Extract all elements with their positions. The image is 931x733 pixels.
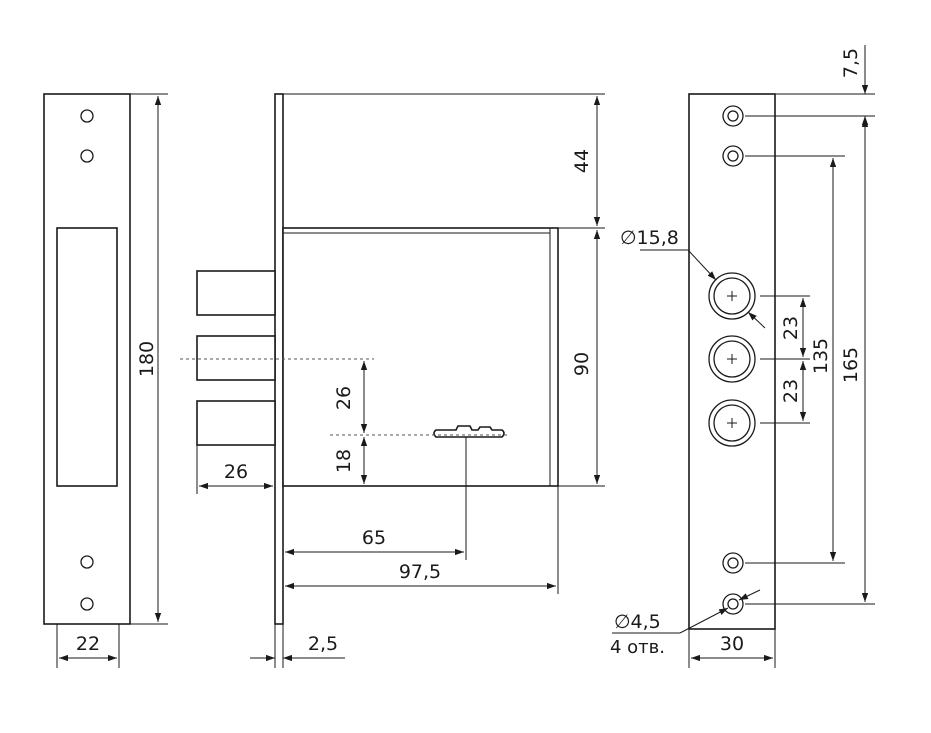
face-bolt-hole bbox=[708, 335, 756, 383]
cylinder-diameter-arrow bbox=[747, 311, 766, 329]
bolt-pitch-lower-label: 23 bbox=[780, 379, 802, 403]
backset-label: 65 bbox=[362, 527, 386, 549]
face-width-label: 30 bbox=[720, 633, 744, 655]
bolt-middle bbox=[196, 335, 276, 381]
face-screw-hole bbox=[722, 552, 744, 574]
bolt-projection-label: 26 bbox=[224, 461, 248, 483]
screw-hole-arrow bbox=[679, 607, 729, 634]
screw-hole-arrow bbox=[738, 589, 761, 601]
strike-width-label: 22 bbox=[76, 633, 100, 655]
bolt-upper bbox=[196, 270, 276, 316]
face-screw-hole bbox=[722, 593, 744, 615]
bolt-pitch-upper-label: 23 bbox=[780, 316, 802, 340]
screw-hole-diameter-label: ∅4,5 bbox=[614, 611, 661, 633]
strike-plate-view: 180 22 bbox=[43, 93, 168, 668]
key-offset-label: 18 bbox=[333, 449, 355, 473]
outer-hole-spacing-label: 165 bbox=[840, 347, 862, 383]
strike-height-label: 180 bbox=[136, 341, 158, 377]
strike-screw-hole bbox=[80, 149, 94, 163]
case-height-label: 90 bbox=[571, 352, 593, 376]
strike-screw-hole bbox=[80, 109, 94, 123]
face-bolt-hole bbox=[708, 272, 756, 320]
face-screw-hole bbox=[722, 145, 744, 167]
strike-plate-window bbox=[56, 227, 118, 487]
lock-body-view: 44 90 26 18 26 65 97,5 2,5 bbox=[180, 93, 605, 668]
face-bolt-hole bbox=[708, 399, 756, 447]
lock-case bbox=[282, 227, 559, 487]
bolt-lower bbox=[196, 400, 276, 446]
cylinder-diameter-arrow bbox=[687, 249, 717, 281]
strike-screw-hole bbox=[80, 555, 94, 569]
keyhole bbox=[433, 425, 505, 438]
case-depth-label: 97,5 bbox=[399, 561, 441, 583]
face-plate-view: 7,5 165 135 23 23 ∅15,8 ∅4,5 4 отв. 3 bbox=[610, 45, 875, 668]
strike-screw-hole bbox=[80, 597, 94, 611]
top-offset-label: 44 bbox=[571, 149, 593, 173]
bolt-spacing-label: 26 bbox=[333, 386, 355, 410]
inner-hole-spacing-label: 135 bbox=[810, 338, 832, 374]
face-screw-hole bbox=[722, 105, 744, 127]
cylinder-diameter-label: ∅15,8 bbox=[620, 227, 679, 249]
screw-hole-count-label: 4 отв. bbox=[610, 637, 665, 658]
plate-thickness-label: 2,5 bbox=[308, 633, 338, 655]
edge-offset-label: 7,5 bbox=[840, 48, 862, 78]
